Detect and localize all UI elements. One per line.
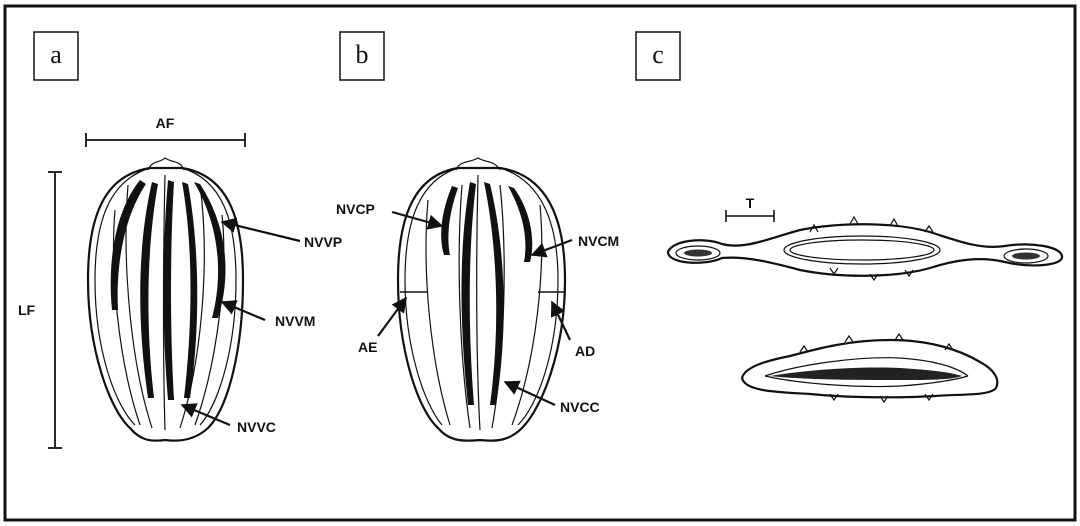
nvvp-label: NVVP <box>304 234 342 250</box>
panel-label-a-text: a <box>50 40 62 69</box>
nvvc-label: NVVC <box>237 419 276 435</box>
nvvm-label: NVVM <box>275 313 315 329</box>
panel-label-b: b <box>340 32 384 80</box>
panel-label-c: c <box>636 32 680 80</box>
panel-label-b-text: b <box>356 40 369 69</box>
panel-label-a: a <box>34 32 78 80</box>
ad-label: AD <box>575 343 595 359</box>
nvcm-label: NVCM <box>578 233 619 249</box>
nvcc-label: NVCC <box>560 399 600 415</box>
panel-label-c-text: c <box>652 40 664 69</box>
t-label: T <box>746 195 755 211</box>
nvcp-label: NVCP <box>336 201 375 217</box>
af-label: AF <box>156 115 175 131</box>
ae-label: AE <box>358 339 377 355</box>
lf-label: LF <box>18 302 36 318</box>
